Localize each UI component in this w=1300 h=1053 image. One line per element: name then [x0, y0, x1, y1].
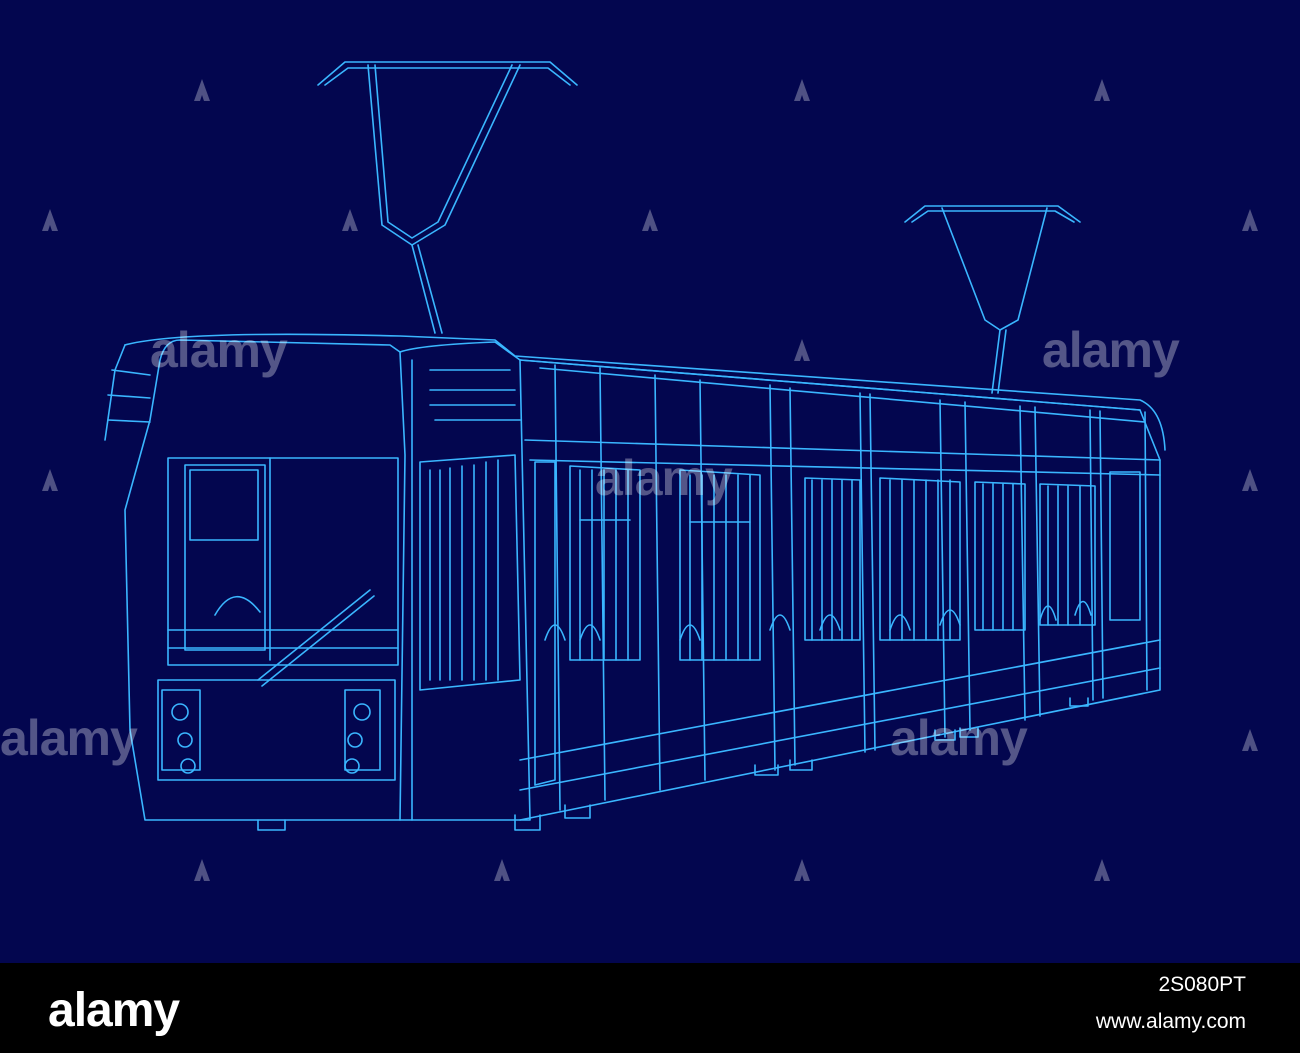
alamy-a-icon — [1242, 469, 1258, 491]
watermark-text: alamy — [1042, 322, 1180, 378]
front-pantograph — [317, 61, 578, 334]
watermark-text: alamy — [595, 450, 733, 506]
alamy-logo: alamy — [48, 984, 180, 1037]
alamy-a-icon — [194, 859, 210, 881]
bogies — [257, 697, 1089, 831]
alamy-a-icon — [42, 209, 58, 231]
footer-bar: alamy 2S080PT www.alamy.com — [0, 963, 1300, 1053]
passenger-windows — [534, 461, 1141, 786]
front-cab — [107, 339, 531, 821]
seats — [544, 600, 1092, 641]
alamy-a-icon — [1242, 729, 1258, 751]
watermark-text: alamy — [0, 710, 138, 766]
alamy-a-icon — [494, 859, 510, 881]
site-url: www.alamy.com — [1095, 1010, 1246, 1033]
rear-pantograph — [904, 205, 1081, 394]
alamy-a-icon — [1094, 859, 1110, 881]
alamy-a-icon — [794, 339, 810, 361]
alamy-a-icon — [1094, 79, 1110, 101]
cab-side-windows — [419, 454, 521, 691]
image-canvas: alamy alamy alamy alamy alamy — [0, 0, 1300, 963]
watermark-text: alamy — [150, 322, 288, 378]
watermark-text: alamy — [890, 710, 1028, 766]
alamy-a-icon — [194, 79, 210, 101]
alamy-a-icon — [1242, 209, 1258, 231]
stock-id: 2S080PT — [1158, 973, 1246, 996]
car-body — [519, 359, 1161, 821]
alamy-a-icon — [42, 469, 58, 491]
alamy-a-icon — [342, 209, 358, 231]
alamy-a-icon — [794, 79, 810, 101]
alamy-a-icon — [642, 209, 658, 231]
alamy-a-icon — [794, 859, 810, 881]
tram-wireframe-icon — [104, 61, 1166, 831]
